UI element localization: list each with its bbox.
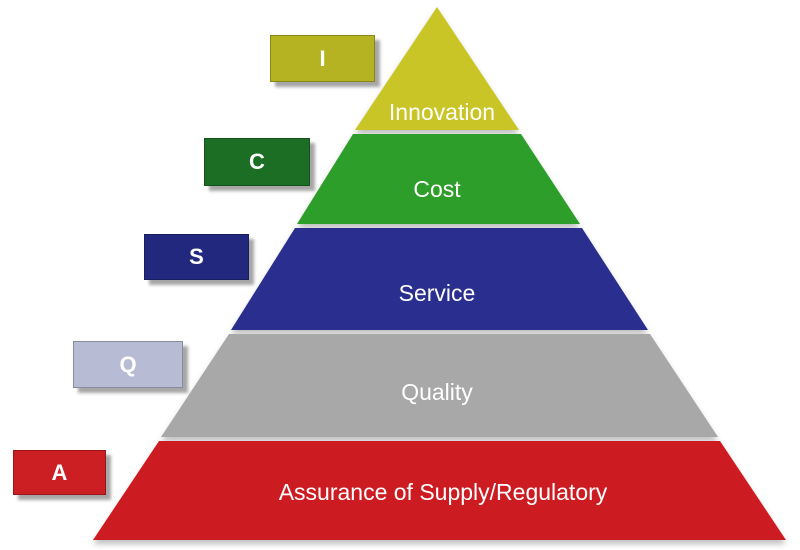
badge-q-letter: Q	[119, 351, 137, 377]
tier-cost: Cost	[297, 134, 580, 224]
badge-s-letter: S	[189, 244, 204, 269]
tier-innovation: Innovation	[355, 7, 519, 130]
badge-a: A	[13, 450, 106, 495]
tier-assurance-label: Assurance of Supply/Regulatory	[279, 479, 608, 505]
tier-assurance: Assurance of Supply/Regulatory	[93, 441, 786, 540]
tier-quality-shape	[161, 334, 718, 437]
tier-quality-label: Quality	[401, 379, 473, 405]
tier-innovation-label: Innovation	[389, 99, 495, 125]
badge-i-letter: I	[319, 45, 326, 71]
tier-service-label: Service	[399, 280, 476, 306]
badge-a-letter: A	[51, 459, 68, 485]
tier-cost-label: Cost	[413, 176, 461, 202]
tier-assurance-shape	[93, 441, 786, 540]
tier-innovation-shape	[355, 7, 519, 130]
badge-i: I	[270, 35, 375, 82]
badge-s: S	[144, 234, 249, 280]
badge-c-letter: C	[249, 149, 265, 174]
tier-cost-shape	[297, 134, 580, 224]
tier-service: Service	[231, 228, 648, 330]
tier-quality: Quality	[161, 334, 718, 437]
tier-service-shape	[231, 228, 648, 330]
badge-q: Q	[73, 341, 183, 388]
badge-c: C	[204, 138, 310, 186]
